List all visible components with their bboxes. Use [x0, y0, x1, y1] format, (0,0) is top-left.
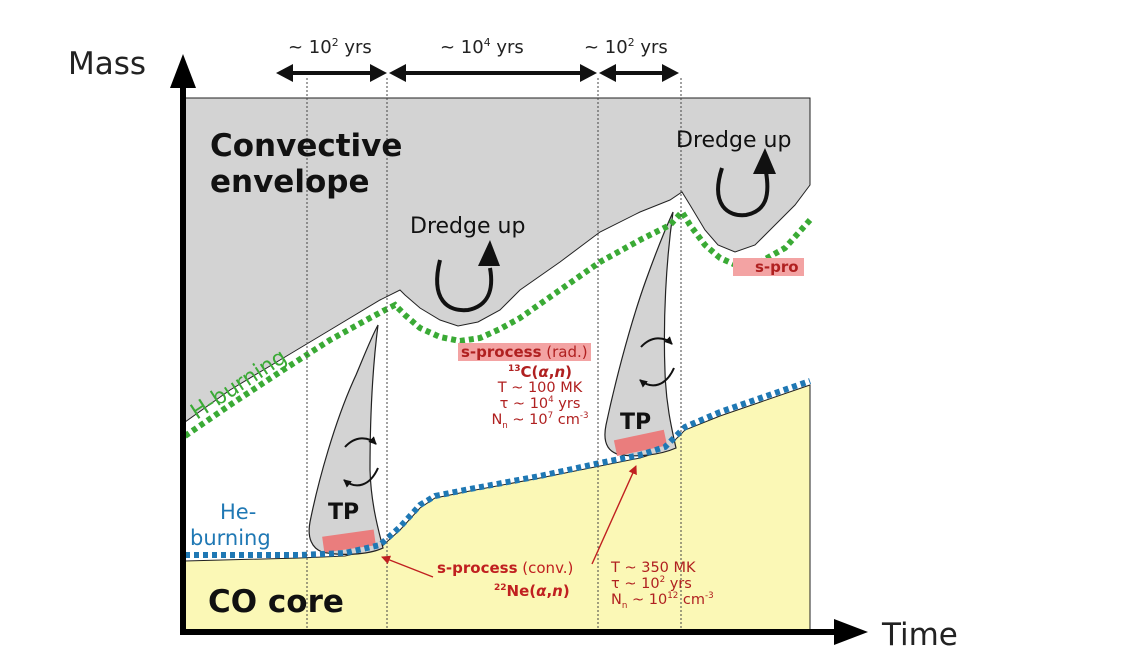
- duration-label-2: ~ 104 yrs: [440, 36, 524, 58]
- he-burning-shell: [185, 378, 811, 558]
- x-axis: [180, 619, 868, 645]
- tp-burning-zone-1: [322, 529, 376, 553]
- s-process-conv-pointer-2: [591, 465, 637, 565]
- conv-temperature: T ~ 350 MK: [611, 560, 696, 576]
- rad-neutron-density: Nn ~ 107 cm-3: [491, 411, 589, 431]
- convection-arrows-1: [343, 436, 379, 488]
- y-axis-label: Mass: [68, 46, 147, 82]
- rad-timescale: τ ~ 104 yrs: [499, 395, 581, 412]
- s-process-truncated-tag: s-pro: [733, 258, 804, 276]
- dredge-up-arrow-1: [435, 240, 500, 313]
- duration-label-3: ~ 102 yrs: [584, 36, 668, 58]
- rad-temperature: T ~ 100 MK: [497, 380, 583, 396]
- s-process-rad-tag: s-process (rad.): [458, 343, 591, 361]
- conv-neutron-density: Nn ~ 1012 cm-3: [611, 591, 714, 611]
- conv-reaction: 22Ne(α,n): [494, 582, 570, 600]
- co-core-label: CO core: [208, 584, 344, 620]
- tp-label-1: TP: [328, 500, 360, 525]
- dredge-up-arrow-2: [716, 148, 776, 218]
- co-core-region: [184, 384, 811, 631]
- y-axis: [170, 54, 196, 632]
- s-process-conv-details: T ~ 350 MK τ ~ 102 yrs Nn ~ 1012 cm-3: [611, 560, 714, 611]
- s-process-conv-tag: s-process (conv.): [437, 559, 574, 577]
- s-process-conv-pointer-1: [381, 555, 434, 578]
- he-burning-label: He- burning: [190, 500, 271, 550]
- duration-label-1: ~ 102 yrs: [288, 36, 372, 58]
- duration-arrow-2: [389, 64, 597, 82]
- dredge-up-label-2: Dredge up: [676, 128, 792, 153]
- tp-burning-zone-2: [613, 429, 668, 457]
- conv-timescale: τ ~ 102 yrs: [611, 575, 692, 592]
- duration-arrow-1: [276, 64, 387, 82]
- convection-arrows-2: [639, 336, 675, 388]
- dredge-up-label-1: Dredge up: [410, 214, 526, 239]
- envelope-label: Convective envelope: [210, 128, 403, 200]
- h-burning-shell: [183, 207, 813, 439]
- x-axis-label: Time: [882, 617, 958, 653]
- rad-reaction: 13C(α,n): [508, 363, 572, 381]
- s-process-rad-details: 13C(α,n) T ~ 100 MK τ ~ 104 yrs Nn ~ 107…: [450, 363, 630, 431]
- tp-label-2: TP: [620, 410, 652, 435]
- duration-arrow-3: [599, 64, 679, 82]
